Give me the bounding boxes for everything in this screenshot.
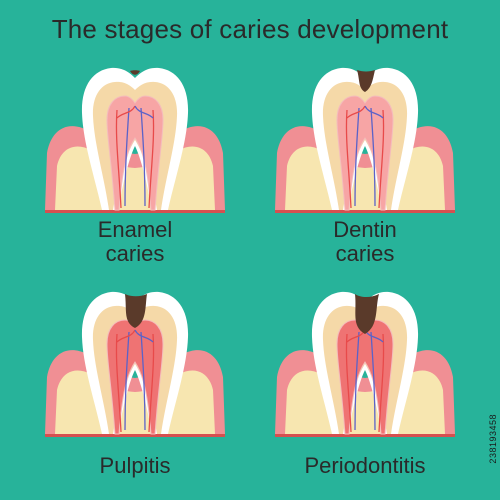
nerve xyxy=(148,109,155,209)
nerve xyxy=(134,329,154,343)
panel-caption: Pulpitis xyxy=(35,454,235,478)
panel-pulpitis: Pulpitis xyxy=(35,282,235,497)
tooth-illustration xyxy=(45,291,225,437)
caption-line-1: Enamel xyxy=(97,217,173,242)
nerve xyxy=(134,105,154,119)
baseline xyxy=(45,210,225,213)
nerve xyxy=(124,107,130,207)
nerve xyxy=(346,105,366,119)
caption-line-1: Pulpitis xyxy=(99,453,171,478)
panel-caption: Enamel caries xyxy=(35,218,235,266)
nerve xyxy=(115,333,122,433)
nerve xyxy=(370,331,376,431)
diagram-title: The stages of caries development xyxy=(51,14,449,44)
decay-cavity xyxy=(357,70,375,92)
nerve xyxy=(378,109,385,209)
baseline xyxy=(45,434,225,437)
caption-line-1: Periodontitis xyxy=(304,453,426,478)
watermark-text: 238193458 xyxy=(488,414,498,464)
decay-cavity xyxy=(355,294,379,334)
nerve xyxy=(364,105,384,119)
nerve xyxy=(354,331,360,431)
nerve xyxy=(116,329,136,343)
nerve xyxy=(370,107,376,207)
baseline xyxy=(275,210,455,213)
nerve xyxy=(115,109,122,209)
tooth-illustration xyxy=(275,67,455,213)
panel-dentin-caries: Dentin caries xyxy=(265,58,465,273)
nerve xyxy=(345,109,352,209)
decay-cavity xyxy=(130,70,140,75)
pulp xyxy=(336,95,394,211)
nerve xyxy=(116,105,136,119)
tooth-drawing xyxy=(45,291,225,437)
baseline xyxy=(275,434,455,437)
nerve xyxy=(378,333,385,433)
nerve xyxy=(140,331,146,431)
panel-caption: Dentin caries xyxy=(265,218,465,266)
caption-line-2: caries xyxy=(105,241,165,266)
panel-caption: Periodontitis xyxy=(265,454,465,478)
pulp xyxy=(106,95,164,211)
nerve xyxy=(345,333,352,433)
panel-enamel-caries: Enamel caries xyxy=(35,58,235,273)
panel-periodontitis: Periodontitis xyxy=(265,282,465,497)
nerve xyxy=(148,333,155,433)
tooth-illustration xyxy=(45,67,225,213)
nerve xyxy=(354,107,360,207)
tooth-drawing xyxy=(275,67,455,213)
nerve xyxy=(140,107,146,207)
nerve xyxy=(124,331,130,431)
caption-line-1: Dentin xyxy=(333,217,397,242)
tooth-drawing xyxy=(275,291,455,437)
tooth-illustration xyxy=(275,291,455,437)
decay-cavity xyxy=(125,294,147,328)
caption-line-2: caries xyxy=(335,241,395,266)
tooth-drawing xyxy=(45,67,225,213)
